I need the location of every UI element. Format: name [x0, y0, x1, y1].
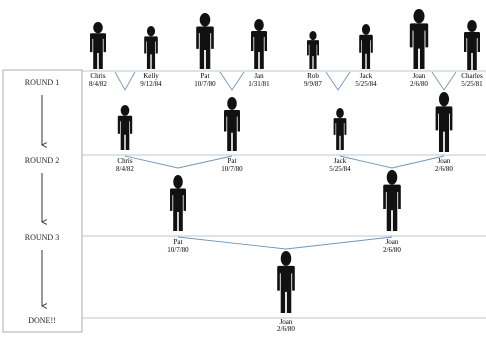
- contestant-name: Jack: [334, 157, 347, 165]
- contestant-rob: Rob 9/9/87: [304, 31, 322, 88]
- person-icon: [117, 105, 133, 150]
- winner-joan: Joan 2/6/80: [277, 251, 295, 333]
- contestant-name: Kelly: [143, 72, 159, 80]
- person-icon: [409, 9, 429, 69]
- comparison-connector: [114, 71, 136, 91]
- contestant-birthdate: 1/31/81: [248, 80, 270, 88]
- person-icon: [90, 22, 106, 69]
- contestant-birthdate: 5/25/81: [461, 80, 483, 88]
- round2-chris: Chris 8/4/82: [116, 105, 134, 173]
- contestant-name: Pat: [174, 238, 183, 246]
- round-3-label: ROUND 3: [25, 233, 59, 242]
- contestant-name: Joan: [413, 72, 426, 80]
- contestant-birthdate: 8/4/82: [116, 165, 134, 173]
- contestant-name: Rob: [307, 72, 319, 80]
- round3-pat: Pat 10/7/80: [167, 175, 189, 254]
- contestant-birthdate: 9/12/84: [140, 80, 162, 88]
- contestant-name: Jan: [254, 72, 264, 80]
- person-icon: [196, 13, 214, 69]
- person-icon: [359, 24, 373, 69]
- comparison-connector: [124, 155, 233, 169]
- comparison-connector: [339, 155, 445, 169]
- contestant-name: Pat: [201, 72, 210, 80]
- person-icon: [383, 170, 401, 231]
- contestant-birthdate: 8/4/82: [89, 80, 107, 88]
- contestant-birthdate: 9/9/87: [304, 80, 322, 88]
- person-icon: [307, 31, 319, 69]
- contestant-birthdate: 5/25/84: [329, 165, 351, 173]
- round-1-label: ROUND 1: [25, 78, 59, 87]
- contestant-birthdate: 10/7/80: [221, 165, 243, 173]
- contestant-birthdate: 2/6/80: [435, 165, 453, 173]
- round3-joan: Joan 2/6/80: [383, 170, 401, 254]
- contestant-birthdate: 10/7/80: [167, 246, 189, 254]
- contestant-name: Pat: [228, 157, 237, 165]
- contestant-birthdate: 2/6/80: [410, 80, 428, 88]
- contestant-chris: Chris 8/4/82: [89, 22, 107, 88]
- comparison-connector: [325, 71, 351, 91]
- contestant-name: Chris: [90, 72, 105, 80]
- round2-joan: Joan 2/6/80: [435, 92, 453, 173]
- contestant-jack: Jack 5/25/84: [355, 24, 377, 88]
- person-icon: [464, 20, 480, 70]
- contestant-jan: Jan 1/31/81: [248, 19, 270, 88]
- round-2-label: ROUND 2: [25, 156, 59, 165]
- contestant-birthdate: 10/7/80: [194, 80, 216, 88]
- person-icon: [170, 175, 186, 231]
- round2-pat: Pat 10/7/80: [221, 97, 243, 173]
- comparison-connector: [431, 71, 457, 91]
- contestant-birthdate: 2/6/80: [383, 246, 401, 254]
- round2-jack: Jack 5/25/84: [329, 108, 351, 173]
- person-icon: [224, 97, 240, 151]
- winner-birthdate: 2/6/80: [277, 325, 295, 333]
- person-icon: [277, 251, 295, 313]
- contestant-pat: Pat 10/7/80: [194, 13, 216, 88]
- winner-name: Joan: [280, 318, 293, 326]
- contestant-birthdate: 5/25/84: [355, 80, 377, 88]
- contestant-name: Charles: [461, 72, 483, 80]
- comparison-connector: [219, 71, 245, 91]
- contestant-joan: Joan 2/6/80: [409, 9, 429, 88]
- contestant-name: Joan: [438, 157, 451, 165]
- person-icon: [144, 26, 158, 69]
- contestant-charles: Charles 5/25/81: [461, 20, 483, 88]
- done-label: DONE!!: [28, 316, 56, 325]
- round-column-frame: [2, 69, 83, 333]
- person-icon: [333, 108, 347, 150]
- person-icon: [251, 19, 267, 69]
- contestant-kelly: Kelly 9/12/84: [140, 26, 162, 88]
- person-icon: [435, 92, 453, 152]
- contestant-name: Chris: [117, 157, 132, 165]
- contestant-name: Joan: [386, 238, 399, 246]
- comparison-connector: [177, 236, 393, 250]
- contestant-name: Jack: [360, 72, 373, 80]
